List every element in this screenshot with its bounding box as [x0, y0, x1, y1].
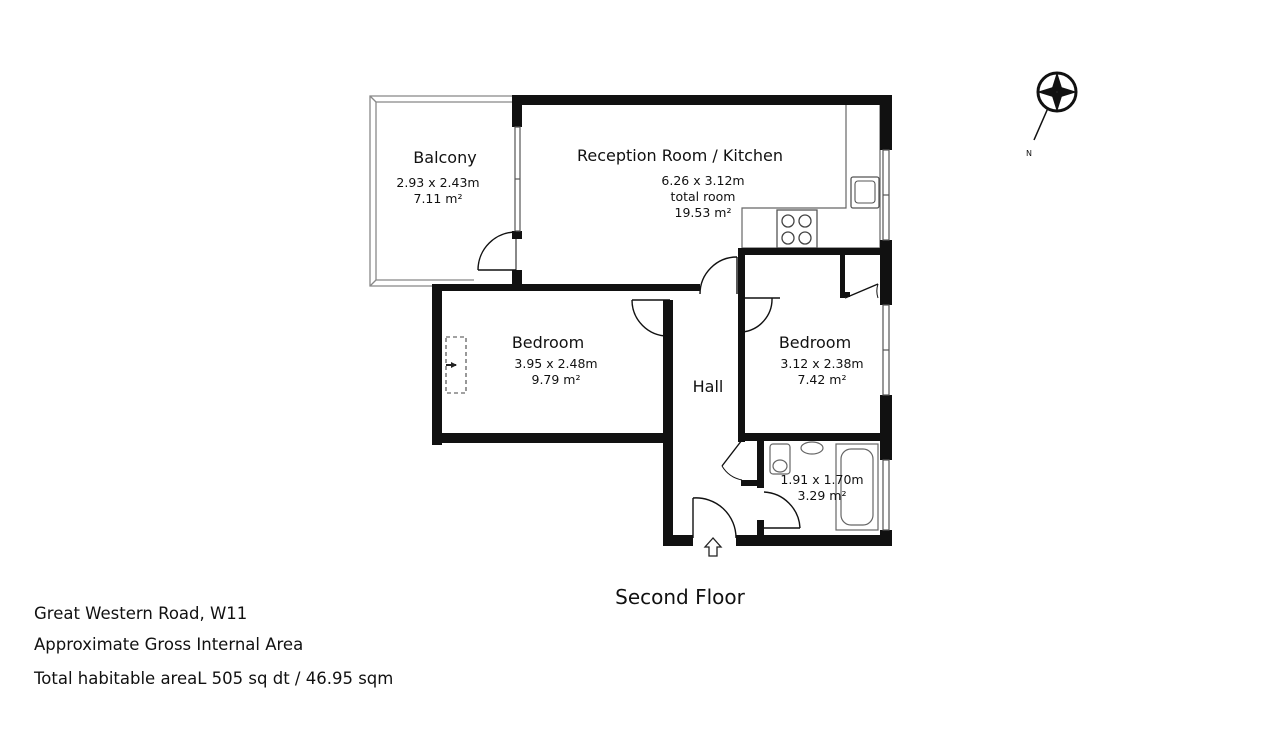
- kitchen-counter: [741, 104, 881, 249]
- compass-icon: N: [1026, 71, 1078, 158]
- sink-icon: [850, 176, 880, 209]
- balcony-outline: [369, 95, 514, 287]
- doors: [477, 231, 879, 539]
- basin-icon: [800, 441, 824, 455]
- bedroom-left-dims: 3.95 x 2.48m: [514, 356, 597, 371]
- reception-dims: 6.26 x 3.12m: [661, 173, 744, 188]
- toilet-icon: [769, 443, 791, 475]
- entrance-arrow-icon: [703, 537, 723, 557]
- bathroom-fixtures: [769, 441, 879, 531]
- balcony-name: Balcony: [413, 148, 476, 167]
- bathroom-dims: 1.91 x 1.70m: [780, 472, 863, 487]
- balcony-area: 7.11 m²: [414, 191, 463, 206]
- wardrobe-outline: [445, 336, 467, 394]
- gross-area-text: Approximate Gross Internal Area: [34, 635, 304, 654]
- hall-name: Hall: [693, 377, 724, 396]
- room-labels: Balcony 2.93 x 2.43m 7.11 m² Reception R…: [396, 146, 863, 503]
- compass-label: N: [1026, 149, 1032, 158]
- bedroom-left-area: 9.79 m²: [532, 372, 581, 387]
- bedroom-left-name: Bedroom: [512, 333, 584, 352]
- bedroom-right-dims: 3.12 x 2.38m: [780, 356, 863, 371]
- reception-name: Reception Room / Kitchen: [577, 146, 783, 165]
- windows: [514, 126, 890, 531]
- floor-title: Second Floor: [615, 585, 745, 609]
- bedroom-right-area: 7.42 m²: [798, 372, 847, 387]
- walls: [432, 95, 892, 546]
- habitable-area-text: Total habitable areaL 505 sq dt / 46.95 …: [34, 669, 394, 688]
- bedroom-right-name: Bedroom: [779, 333, 851, 352]
- address-text: Great Western Road, W11: [34, 604, 248, 623]
- balcony-dims: 2.93 x 2.43m: [396, 175, 479, 190]
- reception-note: total room: [671, 189, 736, 204]
- bathroom-area: 3.29 m²: [798, 488, 847, 503]
- reception-area: 19.53 m²: [675, 205, 732, 220]
- bathtub-icon: [835, 443, 879, 531]
